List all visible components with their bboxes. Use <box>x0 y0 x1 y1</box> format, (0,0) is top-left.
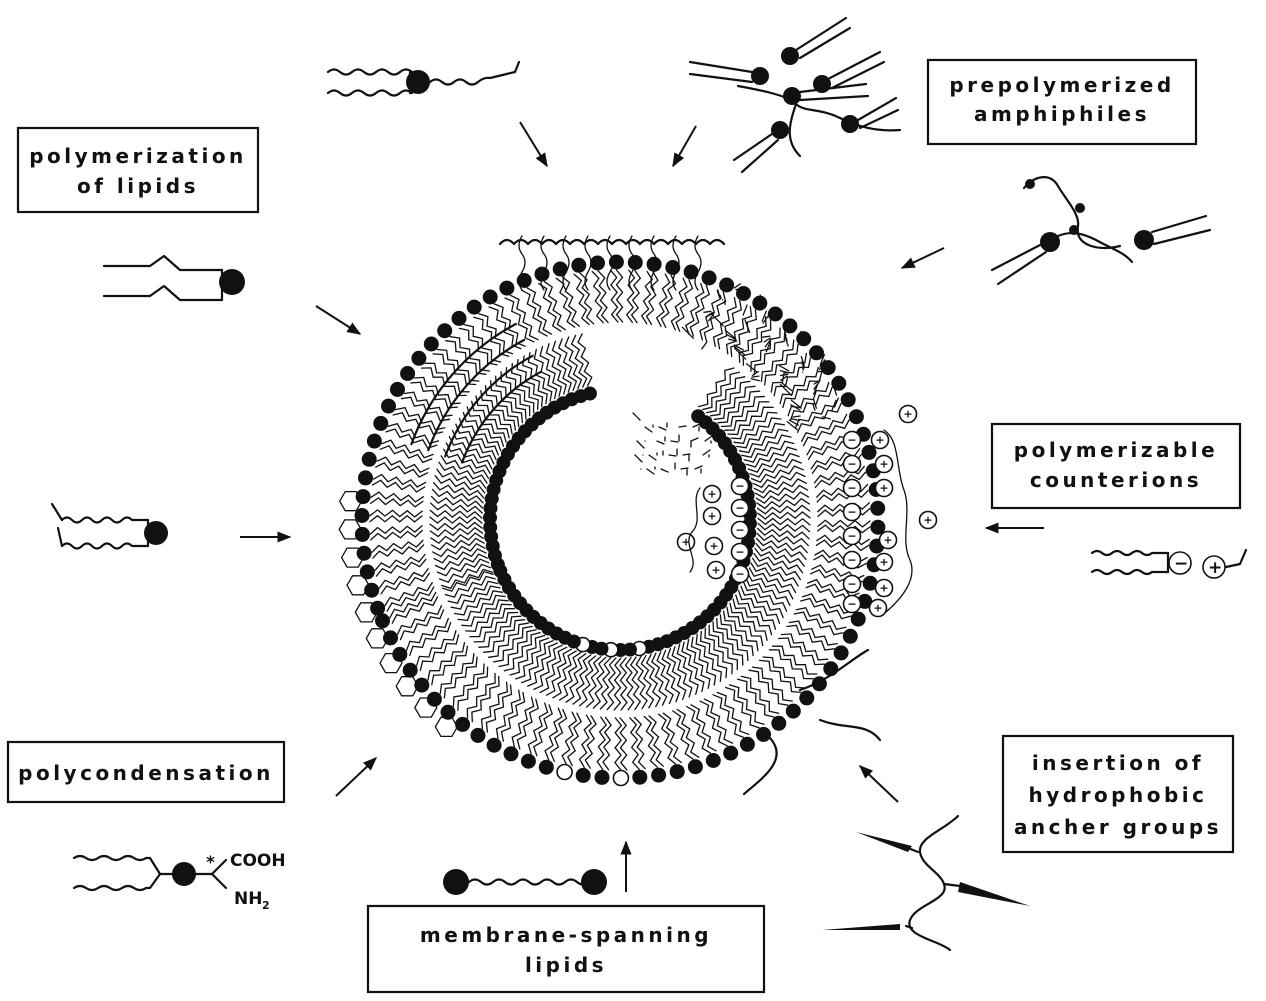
label-prepolymerized-amphiphiles: prepolymerized amphiphiles <box>928 60 1196 144</box>
arrow-anchor-groups <box>860 766 898 802</box>
arrow-top-right <box>673 126 696 166</box>
svg-text:+: + <box>883 534 892 547</box>
label-polymerization-line1: polymerization <box>29 144 247 168</box>
svg-text:−: − <box>847 554 856 567</box>
label-anchor-line3: ancher groups <box>1014 815 1222 839</box>
arrow-prepolymerized <box>902 248 944 268</box>
label-counterions-line1: polymerizable <box>1014 438 1218 462</box>
svg-text:−: − <box>847 482 856 495</box>
svg-text:−: − <box>847 530 856 543</box>
vesicle-bilayer: ++−−−−−+++−−−−−−−−+++++++++ <box>339 236 936 794</box>
label-polycondensation: polycondensation <box>8 742 284 802</box>
label-prepolymerized-line1: prepolymerized <box>949 73 1174 97</box>
svg-text:−: − <box>735 568 744 581</box>
svg-text:−: − <box>847 578 856 591</box>
arrow-top-left <box>520 122 547 166</box>
label-prepolymerized-line2: amphiphiles <box>974 102 1150 126</box>
label-hydrophobic-anchor-groups: insertion of hydrophobic ancher groups <box>1003 736 1233 852</box>
chiral-center-marker: * <box>206 853 215 873</box>
svg-text:−: − <box>735 502 744 515</box>
positive-ion-sign: + <box>1208 558 1222 578</box>
label-polymerization-line2: of lipids <box>77 174 199 198</box>
label-membrane-spanning-line2: lipids <box>525 953 607 977</box>
label-membrane-spanning-lipids: membrane-spanning lipids <box>368 906 764 992</box>
svg-text:−: − <box>735 480 744 493</box>
membrane-spanning-lipid-molecule <box>443 869 607 895</box>
svg-text:+: + <box>873 602 882 615</box>
svg-text:+: + <box>879 482 888 495</box>
counterion-pair-molecule: − + <box>1092 550 1246 578</box>
svg-text:+: + <box>879 556 888 569</box>
label-anchor-line2: hydrophobic <box>1028 783 1207 807</box>
label-anchor-line1: insertion of <box>1032 751 1204 775</box>
svg-text:−: − <box>735 524 744 537</box>
label-polymerizable-counterions: polymerizable counterions <box>992 424 1240 508</box>
svg-text:+: + <box>707 510 716 523</box>
svg-text:−: − <box>735 546 744 559</box>
svg-text:+: + <box>879 458 888 471</box>
svg-text:+: + <box>875 434 884 447</box>
lipid-top-left-molecule <box>328 62 519 96</box>
polymerizable-lipid-molecule <box>104 256 245 300</box>
label-membrane-spanning-line1: membrane-spanning <box>420 923 712 947</box>
svg-text:−: − <box>847 458 856 471</box>
svg-text:+: + <box>711 564 720 577</box>
svg-text:−: − <box>847 598 856 611</box>
label-polycondensation-line1: polycondensation <box>18 761 274 785</box>
arrow-polymerization <box>316 306 360 334</box>
svg-text:+: + <box>923 514 932 527</box>
hydrophobic-anchor-polymer <box>822 816 1030 950</box>
amine-group-text: NH <box>234 889 262 909</box>
amino-acid-lipid-molecule: * COOH NH 2 <box>74 851 286 912</box>
short-lipid-molecule <box>52 504 168 549</box>
negative-ion-sign: − <box>1174 554 1188 574</box>
carboxyl-group-text: COOH <box>230 851 286 871</box>
prepolymerized-amphiphile-lower <box>992 177 1210 284</box>
svg-text:+: + <box>903 408 912 421</box>
label-polymerization-of-lipids: polymerization of lipids <box>18 128 258 212</box>
svg-text:+: + <box>707 488 716 501</box>
arrow-polycondensation <box>336 758 376 796</box>
label-counterions-line2: counterions <box>1030 468 1202 492</box>
prepolymerized-amphiphile-upper <box>690 18 900 172</box>
svg-text:+: + <box>709 540 718 553</box>
amine-subscript-text: 2 <box>262 899 270 912</box>
svg-text:−: − <box>847 506 856 519</box>
svg-text:+: + <box>879 582 888 595</box>
svg-text:−: − <box>847 434 856 447</box>
